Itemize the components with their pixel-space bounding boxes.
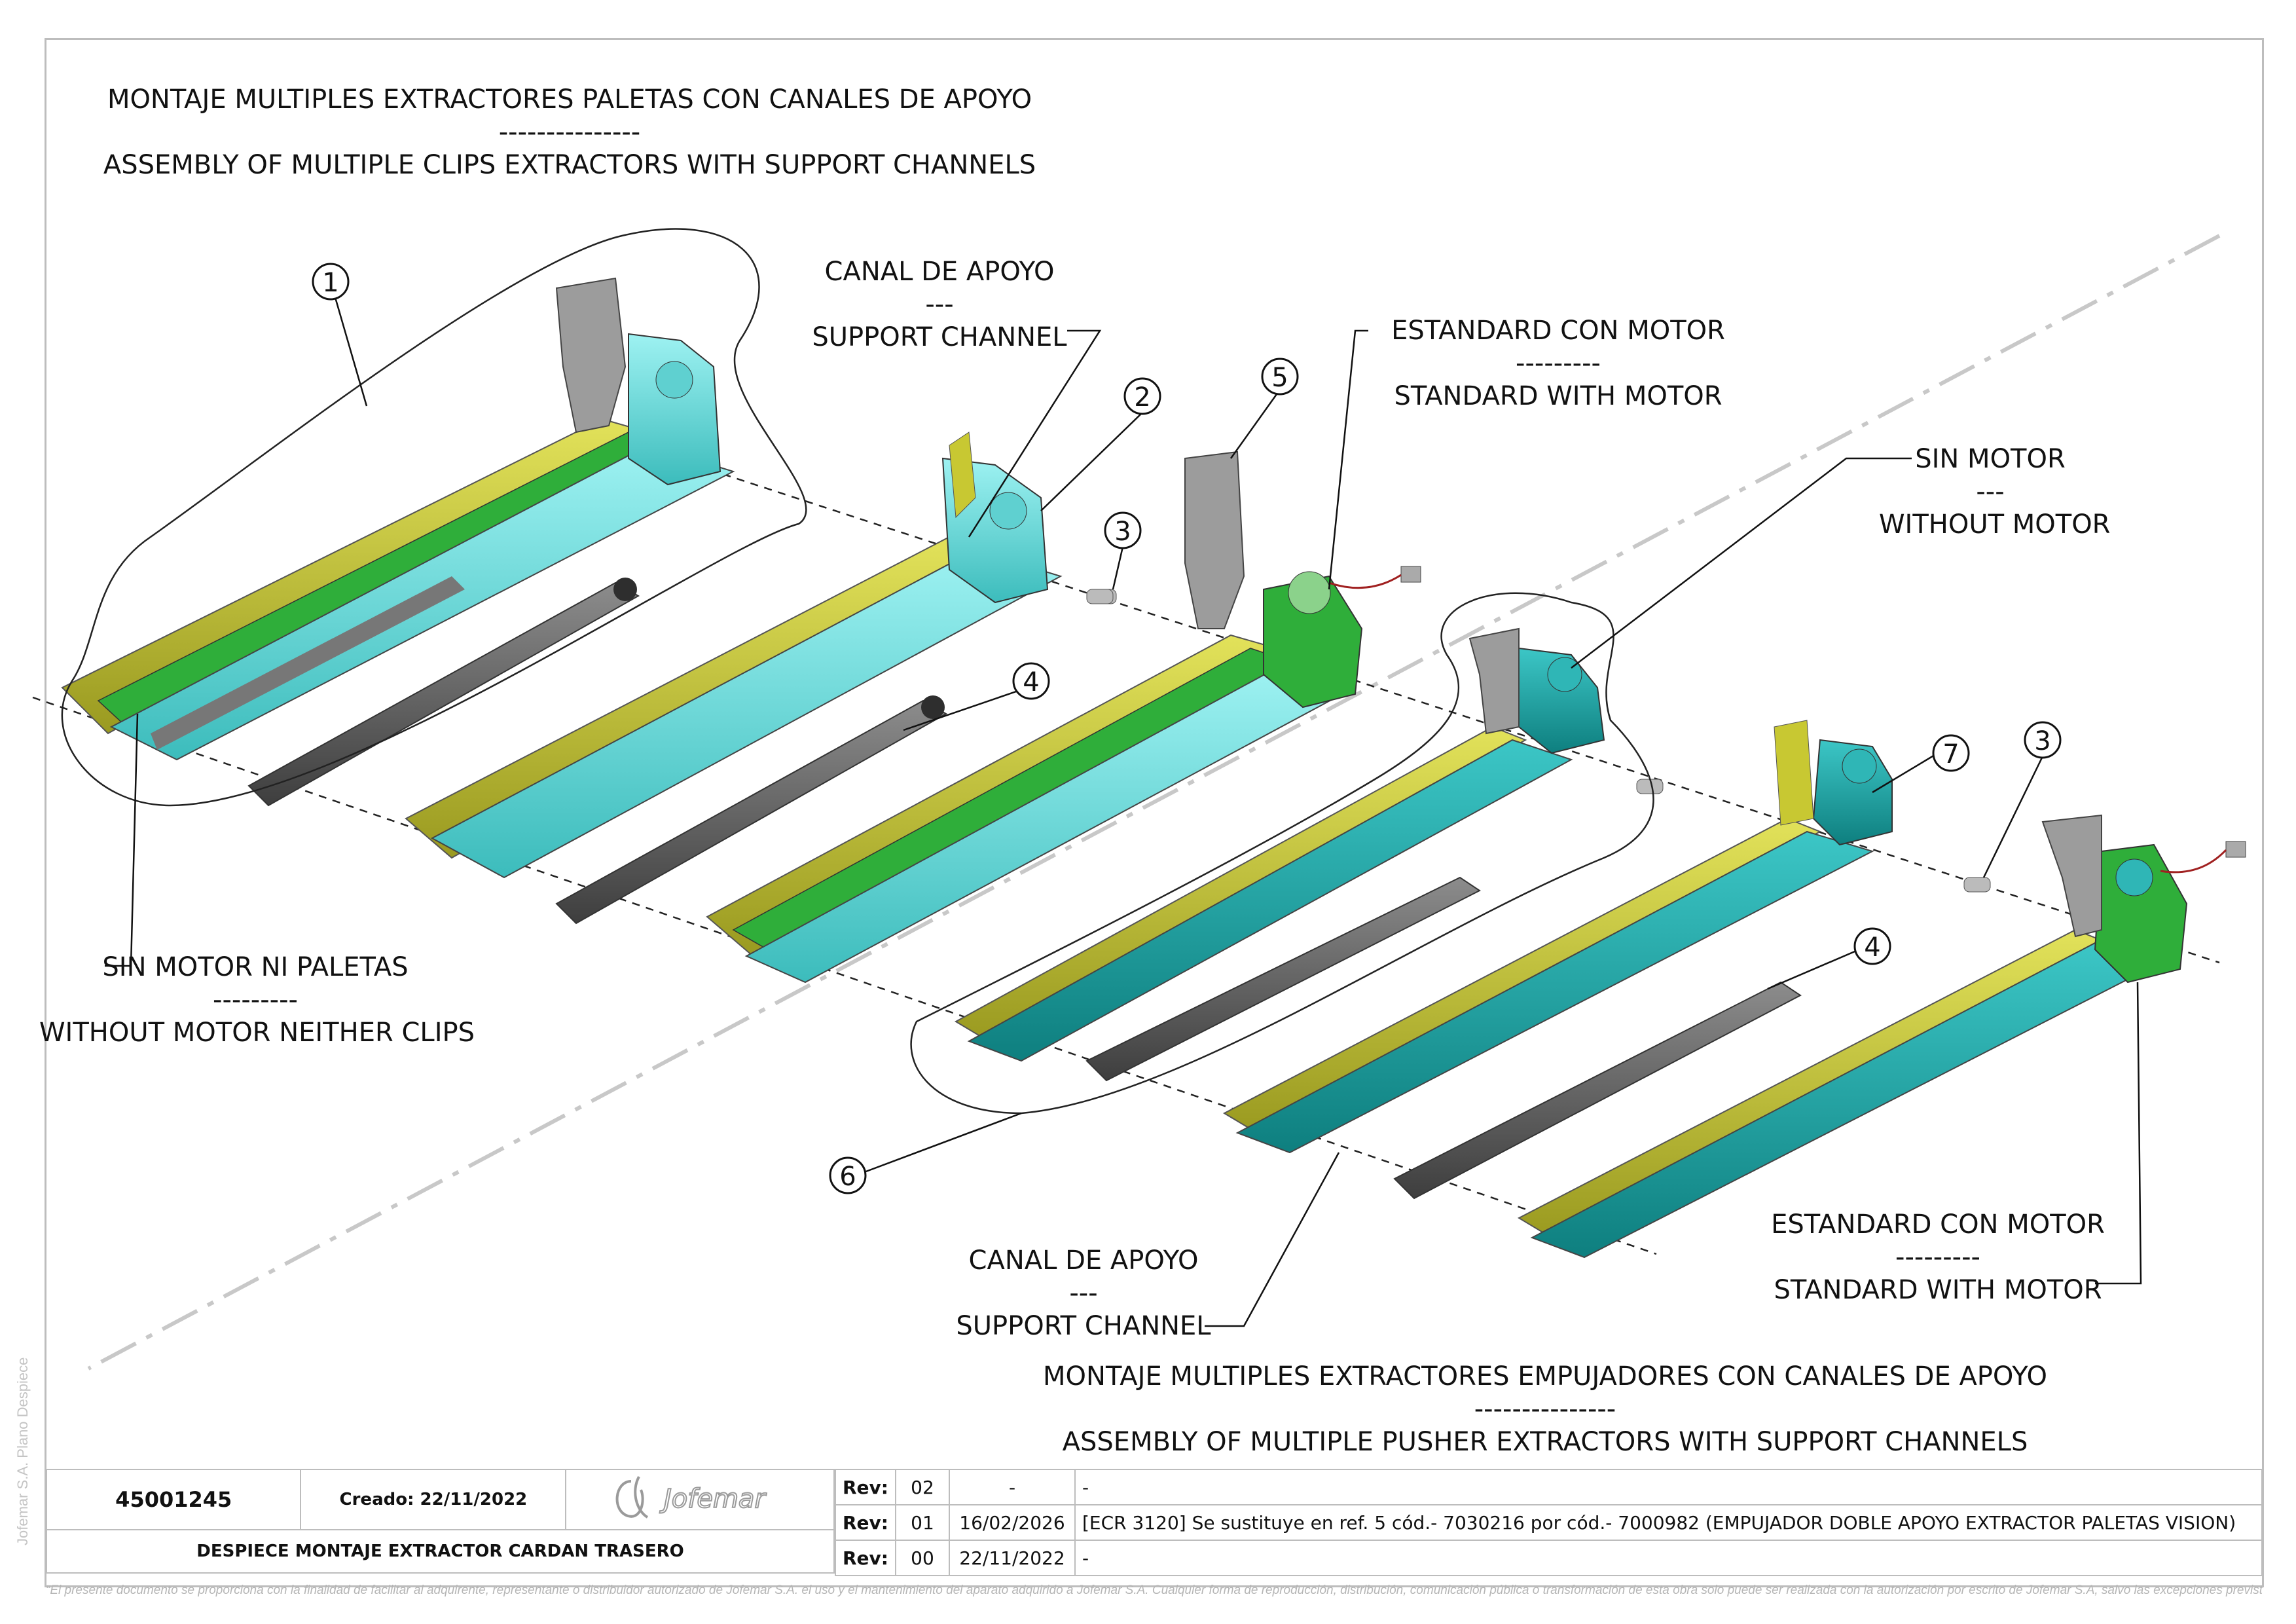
rev-label: Rev: xyxy=(835,1504,896,1541)
jofemar-logo: Jofemar xyxy=(615,1475,768,1519)
balloon-4-top xyxy=(1012,662,1050,700)
label-canal-top-en: SUPPORT CHANNEL xyxy=(812,322,1067,352)
label-std-motor-bottom-en: STANDARD WITH MOTOR xyxy=(1774,1275,2102,1305)
label-canal-top-sep: --- xyxy=(925,289,954,320)
label-canal-bottom: CANAL DE APOYO --- SUPPORT CHANNEL xyxy=(930,1244,1237,1342)
balloon-5 xyxy=(1261,358,1299,396)
rev-text: - xyxy=(1074,1540,2263,1576)
revision-row: Rev: 02 - - xyxy=(835,1469,2263,1505)
rev-label: Rev: xyxy=(835,1469,896,1505)
title-top: MONTAJE MULTIPLES EXTRACTORES PALETAS CO… xyxy=(72,83,1067,181)
balloon-4-bottom-text: 4 xyxy=(1864,932,1880,963)
title-block: 45001245 Creado: 22/11/2022 Jofemar DESP… xyxy=(45,1469,2263,1587)
drawing-frame xyxy=(45,38,2264,1587)
balloon-5-text: 5 xyxy=(1271,363,1288,393)
rev-date: - xyxy=(949,1469,1076,1505)
balloon-2 xyxy=(1123,377,1161,415)
leader-lines xyxy=(105,281,2142,1327)
rev-num: 00 xyxy=(895,1540,950,1576)
rev-date: 22/11/2022 xyxy=(949,1540,1076,1576)
label-std-motor-bottom: ESTANDARD CON MOTOR --------- STANDARD W… xyxy=(1741,1208,2134,1306)
logo-text: Jofemar xyxy=(659,1484,767,1514)
label-sin-motor-sep: --- xyxy=(1976,477,2005,507)
revision-row: Rev: 00 22/11/2022 - xyxy=(835,1540,2263,1576)
label-sin-motor-en: WITHOUT MOTOR xyxy=(1879,509,2111,540)
side-watermark: Jofemar S.A. Plano Despiece xyxy=(14,1357,31,1545)
label-std-motor-top: ESTANDARD CON MOTOR --------- STANDARD W… xyxy=(1368,314,1748,413)
group-outline-6 xyxy=(910,592,1654,1115)
balloons xyxy=(312,263,2062,1194)
title-bottom-en: ASSEMBLY OF MULTIPLE PUSHER EXTRACTORS W… xyxy=(1062,1427,2028,1457)
label-canal-bottom-es: CANAL DE APOYO xyxy=(968,1246,1199,1276)
label-sin-motor: SIN MOTOR --- WITHOUT MOTOR xyxy=(1879,443,2111,541)
rev-label: Rev: xyxy=(835,1540,896,1576)
label-canal-top-es: CANAL DE APOYO xyxy=(824,257,1055,287)
revision-row: Rev: 01 16/02/2026 [ECR 3120] Se sustitu… xyxy=(835,1504,2263,1541)
label-canal-bottom-sep: --- xyxy=(1069,1278,1098,1308)
rev-text: [ECR 3120] Se sustituye en ref. 5 cód.- … xyxy=(1074,1504,2263,1541)
revision-table: Rev: 02 - - Rev: 01 16/02/2026 [ECR 3120… xyxy=(835,1469,2263,1576)
title-bottom-es: MONTAJE MULTIPLES EXTRACTORES EMPUJADORE… xyxy=(1043,1361,2047,1392)
label-sin-motor-paletas-sep: --------- xyxy=(213,985,298,1015)
rev-num: 01 xyxy=(895,1504,950,1541)
balloon-7 xyxy=(1932,734,1970,772)
title-top-es: MONTAJE MULTIPLES EXTRACTORES PALETAS CO… xyxy=(107,84,1032,115)
balloon-1-text: 1 xyxy=(322,268,338,298)
balloon-3-top-text: 3 xyxy=(1114,517,1131,547)
title-bottom: MONTAJE MULTIPLES EXTRACTORES EMPUJADORE… xyxy=(982,1360,2108,1458)
group-outline-1 xyxy=(61,228,807,807)
label-std-motor-top-sep: --------- xyxy=(1516,348,1601,378)
rev-date: 16/02/2026 xyxy=(949,1504,1076,1541)
extractor-unit-1 xyxy=(61,277,735,807)
part-description: DESPIECE MONTAJE EXTRACTOR CARDAN TRASER… xyxy=(46,1529,835,1574)
balloon-6 xyxy=(829,1156,867,1194)
label-sin-motor-es: SIN MOTOR xyxy=(1915,444,2066,474)
balloon-4-top-text: 4 xyxy=(1023,667,1039,697)
balloon-3-top xyxy=(1104,511,1142,549)
label-std-motor-top-es: ESTANDARD CON MOTOR xyxy=(1391,316,1725,346)
label-sin-motor-paletas-en: WITHOUT MOTOR NEITHER CLIPS xyxy=(39,1018,475,1048)
pusher-support-channel-unit xyxy=(1222,720,1991,1200)
pusher-unit-no-motor xyxy=(954,627,1664,1082)
label-std-motor-bottom-sep: --------- xyxy=(1895,1242,1980,1272)
label-std-motor-top-en: STANDARD WITH MOTOR xyxy=(1394,381,1722,411)
title-bottom-sep: --------------- xyxy=(1474,1394,1616,1424)
balloon-4-bottom xyxy=(1853,927,1891,965)
label-canal-top: CANAL DE APOYO --- SUPPORT CHANNEL xyxy=(786,255,1093,354)
rev-num: 02 xyxy=(895,1469,950,1505)
part-code: 45001245 xyxy=(45,1469,302,1530)
created-date: Creado: 22/11/2022 xyxy=(300,1469,567,1530)
assembly-axes xyxy=(32,451,2220,1255)
rev-text: - xyxy=(1074,1469,2263,1505)
balloon-7-text: 7 xyxy=(1942,739,1959,769)
title-block-left: 45001245 Creado: 22/11/2022 Jofemar DESP… xyxy=(45,1469,835,1574)
balloon-1 xyxy=(312,263,350,301)
balloon-6-text: 6 xyxy=(839,1162,856,1192)
support-channel-unit-top xyxy=(405,432,1117,925)
label-sin-motor-paletas-es: SIN MOTOR NI PALETAS xyxy=(102,952,409,982)
title-top-sep: --------------- xyxy=(498,117,641,147)
balloon-2-text: 2 xyxy=(1134,382,1150,413)
pusher-motor-unit xyxy=(1517,814,2246,1259)
title-top-en: ASSEMBLY OF MULTIPLE CLIPS EXTRACTORS WI… xyxy=(103,150,1036,180)
balloon-3-bottom xyxy=(2024,721,2062,759)
standard-motor-unit-top xyxy=(706,451,1421,984)
center-line xyxy=(87,234,2221,1371)
label-canal-bottom-en: SUPPORT CHANNEL xyxy=(956,1311,1211,1341)
label-sin-motor-paletas: SIN MOTOR NI PALETAS --------- WITHOUT M… xyxy=(39,951,475,1049)
balloon-3-bottom-text: 3 xyxy=(2034,726,2050,756)
legal-footer: “El presente documento se proporciona co… xyxy=(46,1583,2263,1597)
logo-cell: Jofemar xyxy=(565,1469,835,1530)
label-std-motor-bottom-es: ESTANDARD CON MOTOR xyxy=(1771,1209,2105,1240)
